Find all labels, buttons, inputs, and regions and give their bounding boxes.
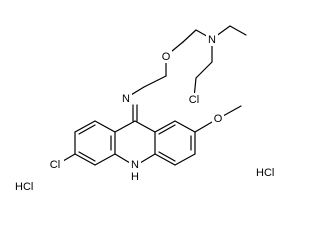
hcl-left-text: HCl xyxy=(15,181,33,193)
bond-c9-c9a xyxy=(114,120,136,133)
nitrogen-amine-text: N xyxy=(208,34,216,46)
bond-left-2b xyxy=(78,124,96,135)
bond-ch2-ch2-a xyxy=(143,75,167,88)
bonds xyxy=(57,25,247,166)
chlorine-ring-text: Cl xyxy=(50,159,60,171)
bond-left-4b xyxy=(78,151,96,162)
bond-ring-o-methoxy xyxy=(194,121,213,133)
nh-h-text: H xyxy=(131,171,139,183)
bond-right-2 xyxy=(174,120,196,133)
nitrogen-imine-label: N xyxy=(120,92,132,105)
chlorine-ring-label: Cl xyxy=(46,158,64,171)
nitrogen-amine-label: N xyxy=(206,33,218,46)
bond-left-5 xyxy=(94,153,116,166)
bond-right-5 xyxy=(154,153,176,166)
oxygen-methoxy-text: O xyxy=(214,113,223,125)
bond-right-1b xyxy=(158,124,176,135)
structure-diagram: O N Cl N O Cl N H HCl HCl xyxy=(15,25,274,193)
bond-left-2 xyxy=(74,120,96,133)
oxygen-methoxy-label: O xyxy=(212,112,224,125)
nh-n-text: N xyxy=(131,159,139,171)
oxygen-ether-text: O xyxy=(162,51,171,63)
nh-label: N H xyxy=(129,158,141,183)
hcl-right-text: HCl xyxy=(256,167,274,179)
bond-right-4 xyxy=(174,153,196,166)
chlorine-chain-text: Cl xyxy=(189,94,199,106)
bond-right-1 xyxy=(154,120,176,133)
atom-labels: O N Cl N O Cl N H HCl HCl xyxy=(15,33,274,193)
bond-left-1 xyxy=(94,120,116,133)
bond-c10a-nh xyxy=(139,153,156,164)
oxygen-ether-label: O xyxy=(160,50,172,63)
bond-c9-c8a xyxy=(134,120,156,133)
bond-right-5b xyxy=(158,151,176,162)
bond-ch2-ch2-b xyxy=(182,29,197,43)
bond-c4a-nh xyxy=(114,153,131,164)
bond-n-chloroethyl-2 xyxy=(195,61,213,79)
bond-left-4 xyxy=(74,153,96,166)
bond-n-ethyl-2 xyxy=(229,25,247,36)
nitrogen-imine-text: N xyxy=(122,93,130,105)
bond-o-methyl xyxy=(222,105,242,117)
chlorine-chain-label: Cl xyxy=(185,93,203,106)
